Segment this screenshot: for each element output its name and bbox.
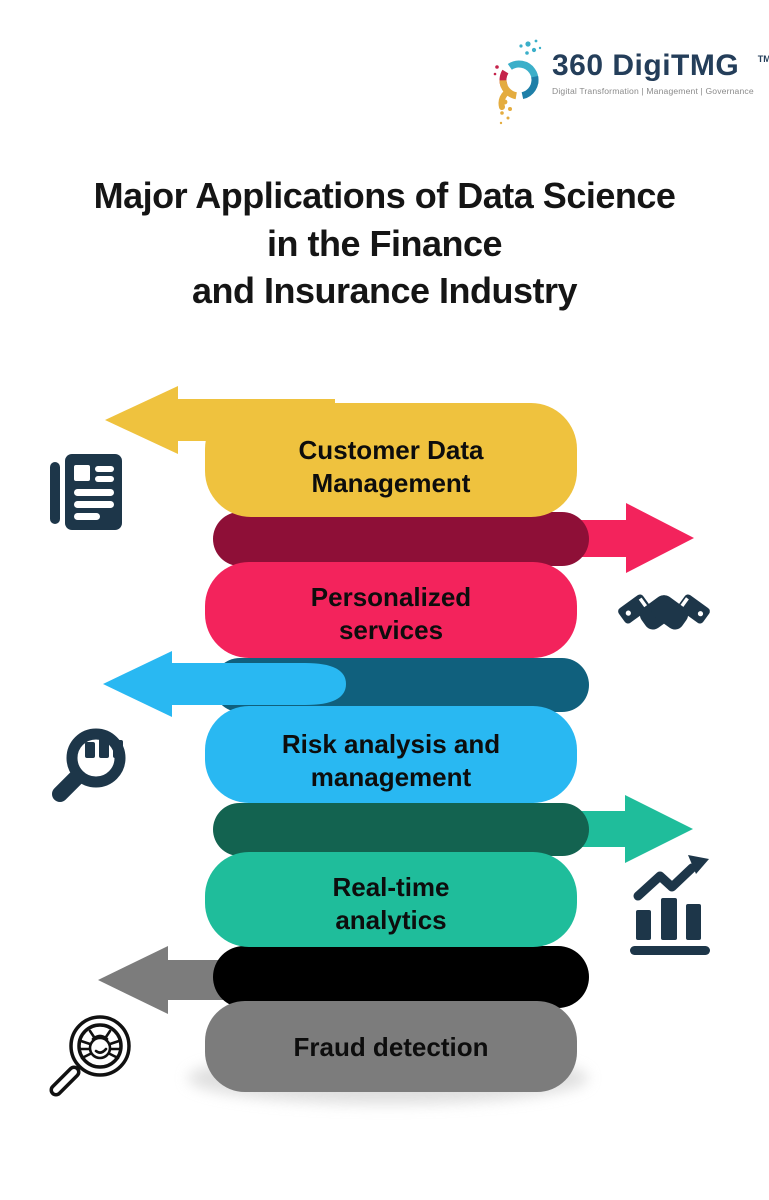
label-customer-data-management: Customer Data Management [298,435,484,498]
trademark: TM [757,54,769,64]
label-real-time-analytics: Real-time analytics [332,872,450,935]
band-customer-data-management [205,403,577,517]
band-real-time-analytics [205,852,577,947]
band-risk-analysis [205,706,577,803]
band-personalized-services [205,562,577,658]
document-icon [50,454,122,530]
logo-dots-red [493,65,499,76]
logo-tagline: Digital Transformation | Management | Go… [552,86,754,96]
logo-dots-yellow [499,99,512,125]
logo-dots-teal [519,39,542,55]
search-analytics-icon [52,728,126,802]
infographic-title: Major Applications of Data Science in th… [93,175,676,311]
bug-search-icon [49,1015,131,1097]
growth-chart-icon [630,855,710,955]
arrow-left-risk-analysis [103,651,346,717]
label-personalized-services: Personalized services [310,582,472,645]
ribbon-back-black [213,946,589,1008]
ribbon-back-dark-green [213,803,589,856]
label-fraud-detection: Fraud detection [293,1032,489,1062]
label-risk-analysis: Risk analysis and management [281,729,501,792]
band-fraud-detection [205,1001,577,1092]
handshake-icon [618,594,710,638]
logo-swirl-icon [493,39,542,125]
ribbon-back-maroon [213,512,589,566]
